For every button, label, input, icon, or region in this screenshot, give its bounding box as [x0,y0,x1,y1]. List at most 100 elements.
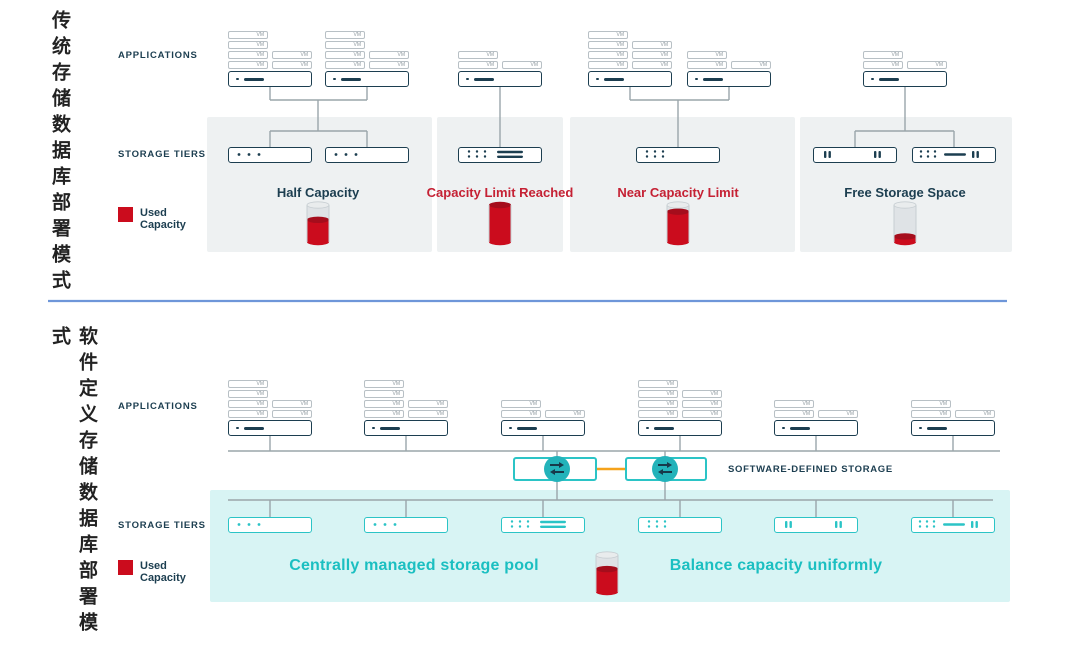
server-dash-icon [340,77,361,81]
vm-box: VM [632,41,672,49]
vm-box: VM [863,51,903,59]
storage-tiers-label: STORAGE TIERS [118,520,206,531]
server-box [774,420,858,436]
vm-row: VM [364,380,448,388]
vm-box: VM [364,410,404,418]
vm-box: VM [818,410,858,418]
vm-box: VM [458,51,498,59]
used-capacity-label: Used Capacity [140,207,186,231]
vm-row: VM [638,380,722,388]
vm-box: VM [545,410,585,418]
vm-box: VM [369,51,409,59]
server-led-icon [372,426,375,430]
vm-row: VM [228,390,312,398]
server-box [228,71,312,87]
vm-row: VM [863,51,947,59]
vm-row: VM [364,390,448,398]
capacity-caption: Near Capacity Limit [617,185,739,200]
server-dash-icon [243,77,264,81]
capacity-cylinder [890,200,920,252]
server-box [911,420,995,436]
vm-box: VM [588,51,628,59]
vm-box: VM [955,410,995,418]
vm-box: VM [228,380,268,388]
sync-arrows-icon [543,455,571,483]
server-led-icon [236,77,239,81]
vm-box: VM [632,61,672,69]
vm-box: VM [228,61,268,69]
server-led-icon [596,77,599,81]
server-led-icon [236,426,239,430]
vm-box: VM [325,31,365,39]
dots-row-storage-box [364,517,448,533]
applications-label: APPLICATIONS [118,401,198,412]
server-led-icon [919,426,922,430]
server-dash-icon [516,426,537,430]
vm-box: VM [364,380,404,388]
server-led-icon [871,77,874,81]
sync-arrows-icon [651,455,679,483]
used-capacity-label: Used Capacity [140,560,186,584]
used-capacity-swatch [118,207,133,222]
dots-row-storage-box [228,517,312,533]
capacity-cylinder [592,550,622,602]
server-box [364,420,448,436]
app-stack: VM VM VM [911,400,995,436]
vm-box: VM [911,410,951,418]
capacity-cylinder [303,200,333,252]
vm-row: VM [325,41,409,49]
vm-box: VM [774,400,814,408]
vm-box: VM [458,61,498,69]
vm-row: VM [911,400,995,408]
vm-row: VM [458,51,542,59]
server-box [687,71,771,87]
dots-grid-lines-storage-box [501,517,585,533]
used-capacity-legend: Used Capacity [118,207,192,231]
capacity-cylinder [663,200,693,252]
pool-caption-left: Centrally managed storage pool [289,557,539,574]
vm-box: VM [687,61,727,69]
server-box [588,71,672,87]
vertical-title-sds: 软件定义存储数据库部署模式 [49,326,97,638]
server-led-icon [509,426,512,430]
vm-box: VM [907,61,947,69]
server-box [325,71,409,87]
server-box [863,71,947,87]
vm-box: VM [632,51,672,59]
server-box [228,420,312,436]
vm-box: VM [325,61,365,69]
vm-row: VM [774,400,858,408]
vm-box: VM [364,390,404,398]
vm-box: VM [325,51,365,59]
used-capacity-swatch [118,560,133,575]
vm-box: VM [408,400,448,408]
bars-storage-box [813,147,897,163]
vm-row: VM VM [911,410,995,418]
vm-box: VM [911,400,951,408]
server-led-icon [782,426,785,430]
vm-box: VM [272,410,312,418]
applications-label: APPLICATIONS [118,50,198,61]
capacity-caption: Half Capacity [276,185,360,200]
dots-grid-storage-box [638,517,722,533]
server-dash-icon [379,426,400,430]
dots-row-storage-box [228,147,312,163]
server-dash-icon [789,426,810,430]
vm-row: VM VM [325,51,409,59]
